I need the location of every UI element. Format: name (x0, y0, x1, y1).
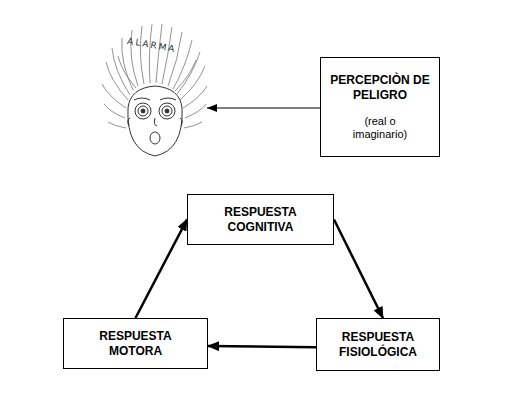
face (128, 86, 183, 156)
flow-arrow (208, 346, 316, 347)
process-box: RESPUESTA COGNITIVA (187, 194, 334, 245)
flow-arrow (136, 220, 188, 319)
process-box: RESPUESTA FISIOLÓGICA (316, 318, 440, 371)
process-box: RESPUESTA MOTORA (63, 318, 208, 369)
perception-arrow (207, 108, 320, 109)
node-note: (real o imaginario) (341, 115, 419, 141)
node-title: PERCEPCIÒN DE PELIGRO (328, 73, 432, 103)
node-title: RESPUESTA MOTORA (86, 329, 186, 359)
flow-arrow (334, 220, 383, 319)
node-title: RESPUESTA FISIOLÓGICA (326, 330, 430, 360)
alarm-text: ALARMA (127, 36, 178, 54)
perception-box: PERCEPCIÒN DE PELIGRO (real o imaginario) (320, 57, 440, 157)
node-title: RESPUESTA COGNITIVA (211, 205, 311, 235)
